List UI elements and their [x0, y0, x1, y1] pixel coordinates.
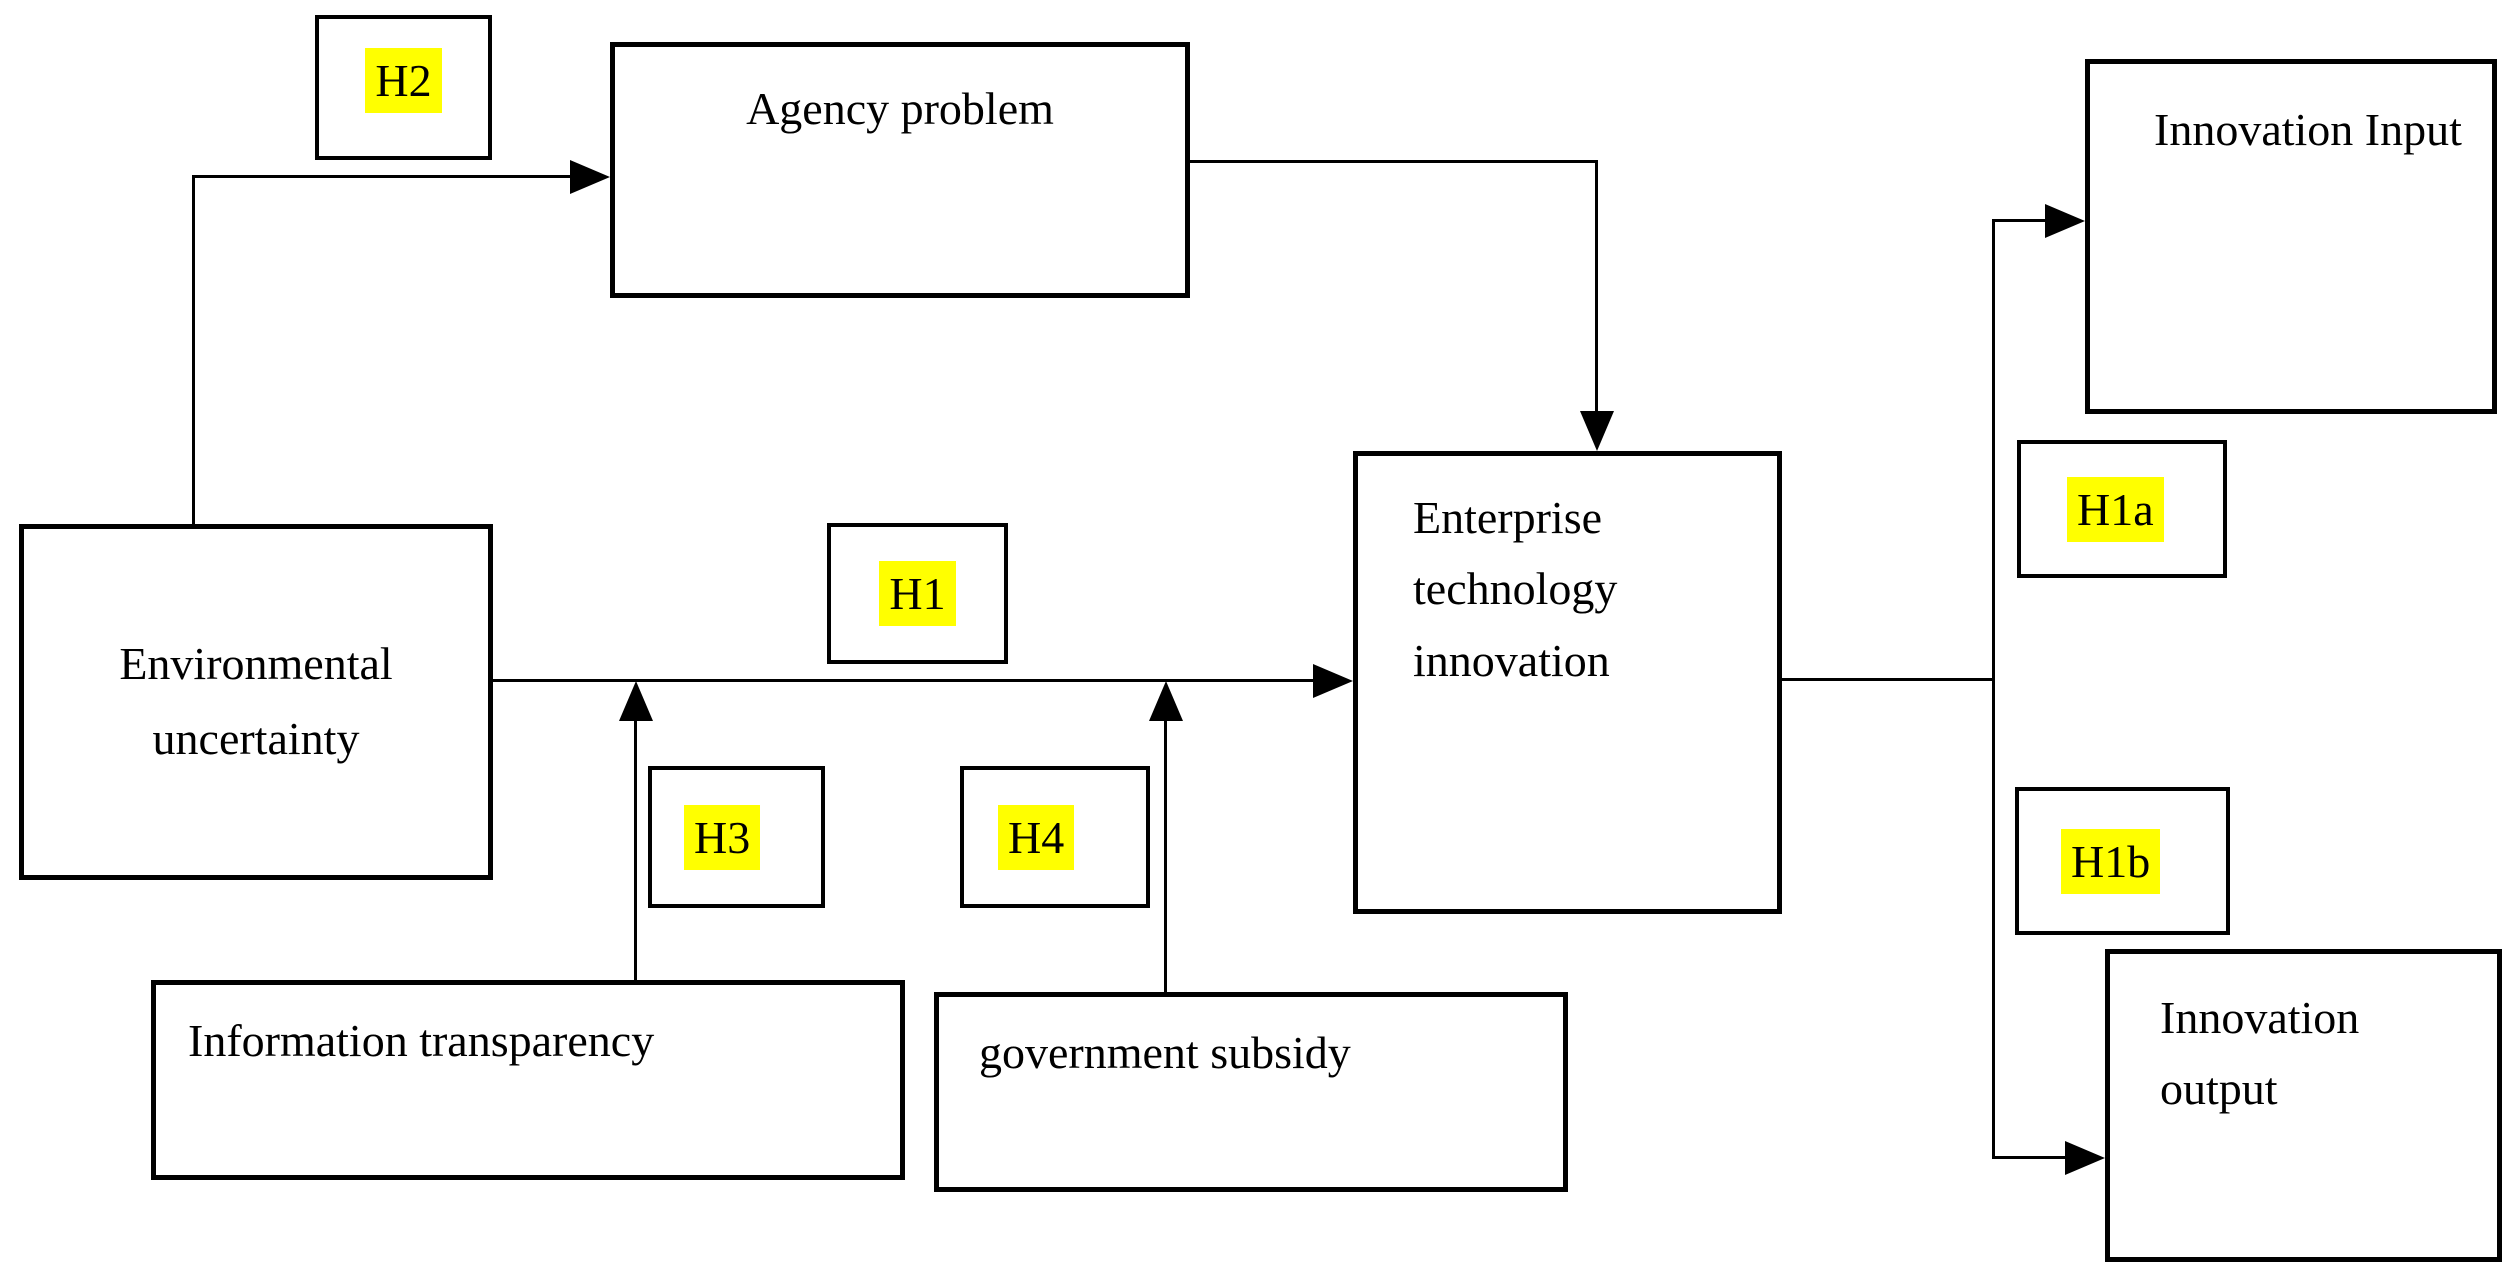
edge-branch-to-innovation-output-line [1992, 1156, 2067, 1159]
environmental-uncertainty-label: Environmental uncertainty [119, 638, 393, 764]
enterprise-technology-innovation-label: Enterprise technology innovation [1413, 492, 1618, 686]
node-enterprise-technology-innovation: Enterprise technology innovation [1353, 451, 1782, 914]
innovation-input-label: Innovation Input [2154, 104, 2462, 155]
h1-label: H1 [879, 561, 956, 626]
arrowhead-info-transparency-up [619, 681, 653, 721]
information-transparency-label: Information transparency [188, 1015, 655, 1066]
hypothesis-box-h1: H1 [827, 523, 1008, 664]
edge-enterprise-output-line [1782, 678, 1995, 681]
node-innovation-input: Innovation Input [2085, 59, 2497, 414]
node-innovation-output: Innovation output [2105, 949, 2502, 1262]
h1a-label: H1a [2067, 476, 2164, 542]
agency-problem-label: Agency problem [746, 83, 1054, 134]
innovation-output-label: Innovation output [2160, 992, 2360, 1115]
government-subsidy-label: government subsidy [979, 1027, 1351, 1078]
h2-label: H2 [365, 48, 442, 113]
node-environmental-uncertainty: Environmental uncertainty [19, 524, 493, 880]
edge-agency-to-enterprise-horizontal-line [1188, 160, 1598, 163]
edge-env-to-agency-vertical-line [192, 175, 195, 524]
arrowhead-government-subsidy-up [1149, 681, 1183, 721]
node-agency-problem: Agency problem [610, 42, 1190, 298]
node-government-subsidy: government subsidy [934, 992, 1568, 1192]
arrowhead-into-innovation-output [2065, 1141, 2105, 1175]
arrowhead-into-enterprise-left [1313, 664, 1353, 698]
hypothesis-box-h4: H4 [960, 766, 1150, 908]
edge-government-subsidy-line [1164, 716, 1167, 992]
arrowhead-into-agency-problem [570, 160, 610, 194]
edge-branch-to-innovation-input-line [1992, 219, 2047, 222]
edge-env-to-agency-horizontal-line [192, 175, 572, 178]
h4-label: H4 [998, 804, 1075, 870]
edge-agency-to-enterprise-vertical-line [1595, 160, 1598, 413]
arrowhead-into-enterprise-top [1580, 411, 1614, 451]
hypothesis-box-h2: H2 [315, 15, 492, 160]
hypothesis-box-h1b: H1b [2015, 787, 2230, 935]
node-information-transparency: Information transparency [151, 980, 905, 1180]
hypothesis-box-h3: H3 [648, 766, 825, 908]
h1b-label: H1b [2061, 828, 2161, 894]
edge-branch-vertical-connector [1992, 219, 1995, 1159]
h3-label: H3 [684, 804, 761, 870]
edge-info-transparency-line [634, 716, 637, 980]
edge-env-to-enterprise-line [493, 679, 1315, 682]
hypothesis-box-h1a: H1a [2017, 440, 2227, 578]
arrowhead-into-innovation-input [2045, 204, 2085, 238]
